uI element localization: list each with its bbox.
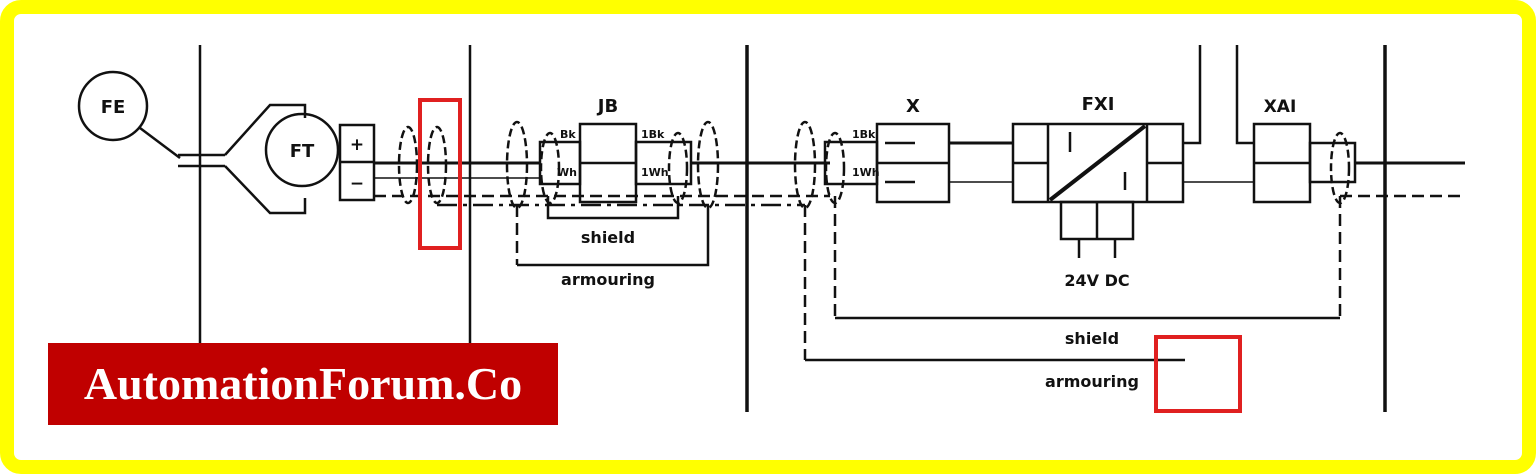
jb-1bk-label: 1Bk xyxy=(641,128,665,141)
x-1bk-label: 1Bk xyxy=(852,128,876,141)
highlight-box xyxy=(1154,335,1242,413)
minus-label: − xyxy=(350,174,364,194)
xai-label: XAI xyxy=(1264,97,1297,117)
shield-label: shield xyxy=(581,228,635,247)
armouring-label: armouring xyxy=(1045,372,1139,391)
shield-label: shield xyxy=(1065,329,1119,348)
plus-label: + xyxy=(350,135,364,155)
fe-label: FE xyxy=(101,97,126,118)
ft-circle xyxy=(264,112,340,188)
supply-label: 24V DC xyxy=(1064,271,1129,290)
ft-body xyxy=(224,103,307,215)
jb-label: JB xyxy=(596,96,618,117)
fxi-label: FXI xyxy=(1082,94,1115,115)
armouring-label: armouring xyxy=(561,270,655,289)
jb-bk-label: Bk xyxy=(560,128,576,141)
fe-circle xyxy=(77,70,149,142)
ft-label: FT xyxy=(290,141,315,162)
x-label: X xyxy=(906,96,920,117)
x-1wh-label: 1Wh xyxy=(852,166,880,179)
highlight-box xyxy=(418,98,462,250)
brand-watermark: AutomationForum.Co xyxy=(48,343,558,425)
jb-wh-label: Wh xyxy=(557,166,577,179)
jb-1wh-label: 1Wh xyxy=(641,166,669,179)
